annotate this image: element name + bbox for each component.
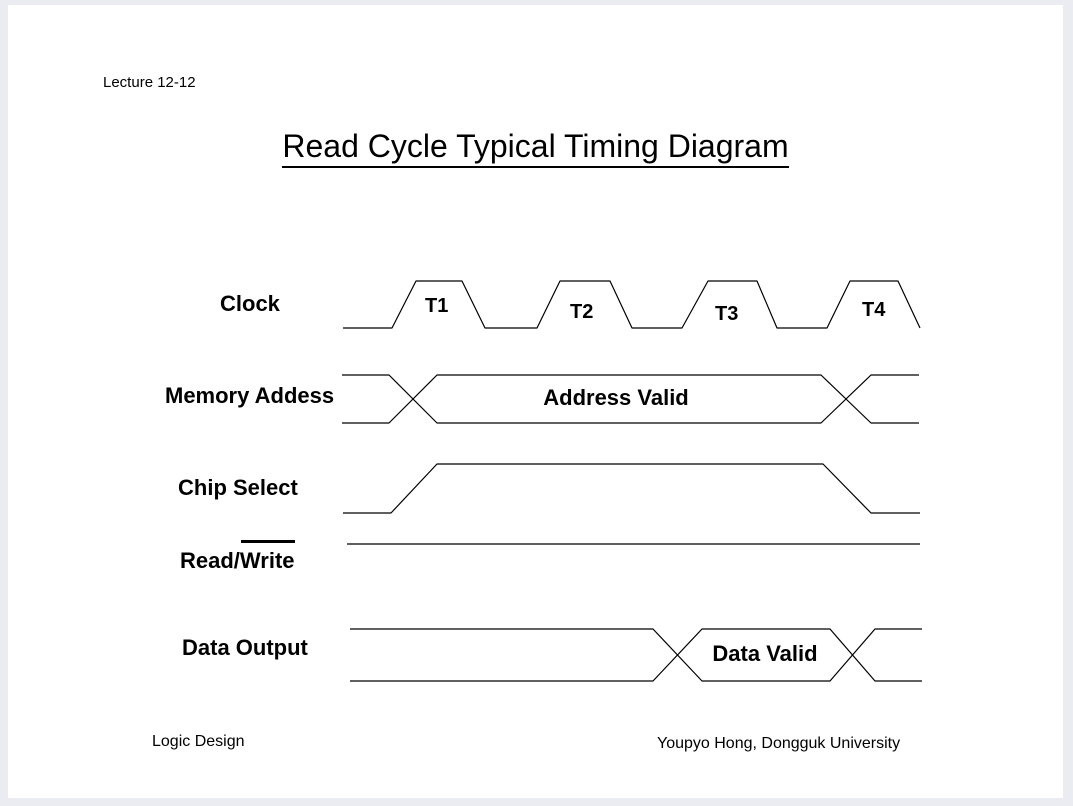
address-valid-annotation: Address Valid [543, 385, 689, 410]
memory-address-waveform-upper [342, 374, 919, 424]
read-write-prefix: Read/ [180, 548, 240, 573]
signal-label-clock: Clock [220, 291, 280, 316]
signal-label-memory-address: Memory Addess [165, 383, 335, 408]
data-output-waveform-lower [350, 628, 922, 682]
memory-address-waveform-lower [342, 374, 919, 424]
clock-cycle-label-t3: T3 [715, 303, 739, 325]
chip-select-waveform [343, 463, 920, 514]
slide: Lecture 12-12 Read Cycle Typical Timing … [8, 5, 1063, 798]
signal-label-data-output: Data Output [182, 635, 308, 660]
read-write-overlined-word: Write [239, 540, 295, 573]
signal-label-read-write: Read/Write [180, 540, 295, 573]
footer-author: Youpyo Hong, Dongguk University [657, 735, 901, 752]
data-output-waveform-upper [350, 628, 922, 682]
clock-cycle-label-t2: T2 [570, 301, 594, 323]
write-overline-bar [240, 540, 295, 543]
timing-diagram [342, 280, 922, 682]
lecture-label: Lecture 12-12 [103, 74, 196, 91]
footer-course-name: Logic Design [152, 733, 245, 750]
slide-title-wrap: Read Cycle Typical Timing Diagram [8, 128, 1063, 168]
read-write-overline-text: Write [239, 548, 295, 573]
slide-title: Read Cycle Typical Timing Diagram [282, 128, 789, 168]
signal-label-chip-select: Chip Select [178, 475, 298, 500]
clock-waveform [343, 280, 921, 329]
clock-cycle-label-t1: T1 [425, 295, 449, 317]
data-valid-annotation: Data Valid [712, 641, 818, 666]
clock-cycle-label-t4: T4 [862, 299, 886, 321]
